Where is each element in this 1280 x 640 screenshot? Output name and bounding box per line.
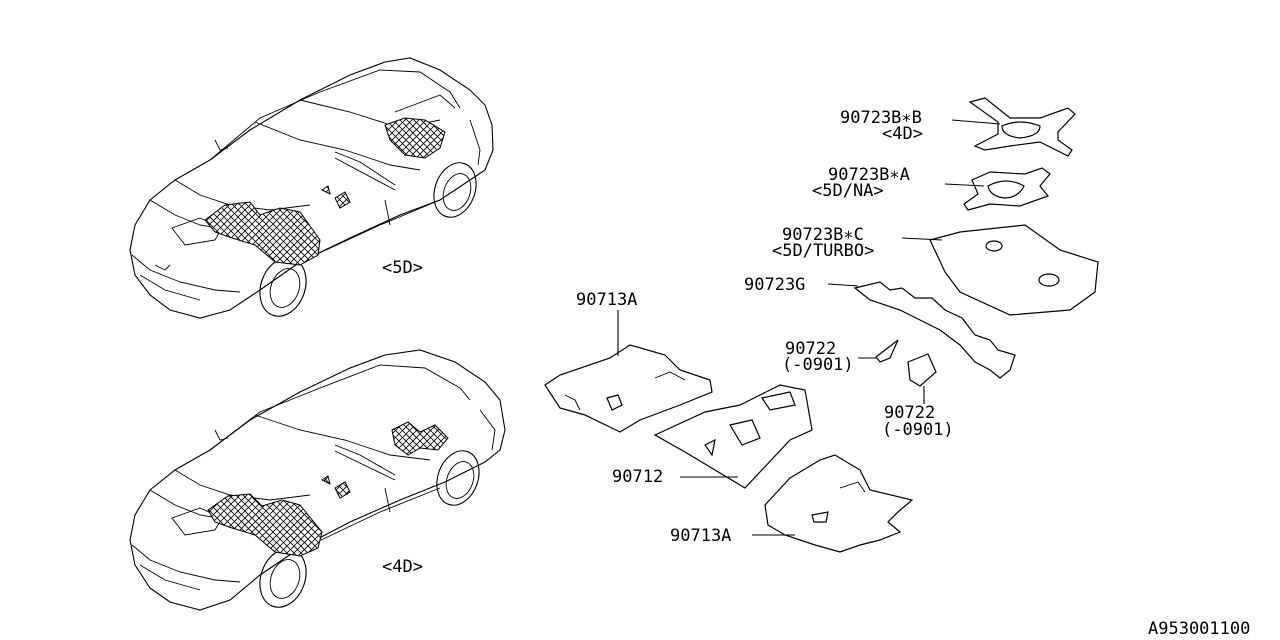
label-90723b-c: 90723B∗C	[782, 225, 864, 245]
label-90713a-bottom: 90713A	[670, 526, 731, 546]
diagram-id: A953001100	[1148, 619, 1250, 639]
part-90713a-top-shape[interactable]	[544, 344, 713, 433]
part-90723b-c-shape[interactable]	[929, 224, 1099, 316]
label-90712: 90712	[612, 467, 663, 487]
note-90722-b: (-0901)	[882, 420, 954, 440]
note-90722-a: (-0901)	[782, 355, 854, 375]
part-90723b-a-shape[interactable]	[963, 167, 1051, 211]
part-90722-b-shape[interactable]	[907, 353, 937, 387]
part-90723g-shape[interactable]	[853, 281, 1016, 379]
part-90722-a-shape[interactable]	[875, 339, 899, 363]
variant-label-4d: <4D>	[382, 557, 423, 577]
part-90712-shape[interactable]	[653, 384, 813, 489]
label-90723g: 90723G	[744, 275, 805, 295]
car-5d-illustration	[129, 57, 494, 319]
label-90713a-top: 90713A	[576, 290, 637, 310]
part-90713a-bottom-shape[interactable]	[764, 454, 914, 553]
label-90722-b: 90722	[884, 403, 935, 423]
car-4d-illustration	[129, 349, 506, 611]
label-90723b-a: 90723B∗A	[828, 165, 910, 185]
note-90723b-b: <4D>	[882, 124, 923, 144]
label-90722-a: 90722	[785, 339, 836, 359]
note-90723b-a: <5D/NA>	[812, 181, 884, 201]
label-90723b-b: 90723B∗B	[840, 108, 922, 128]
note-90723b-c: <5D/TURBO>	[772, 241, 874, 261]
variant-label-5d: <5D>	[382, 258, 423, 278]
part-90723b-b-shape[interactable]	[968, 97, 1076, 157]
